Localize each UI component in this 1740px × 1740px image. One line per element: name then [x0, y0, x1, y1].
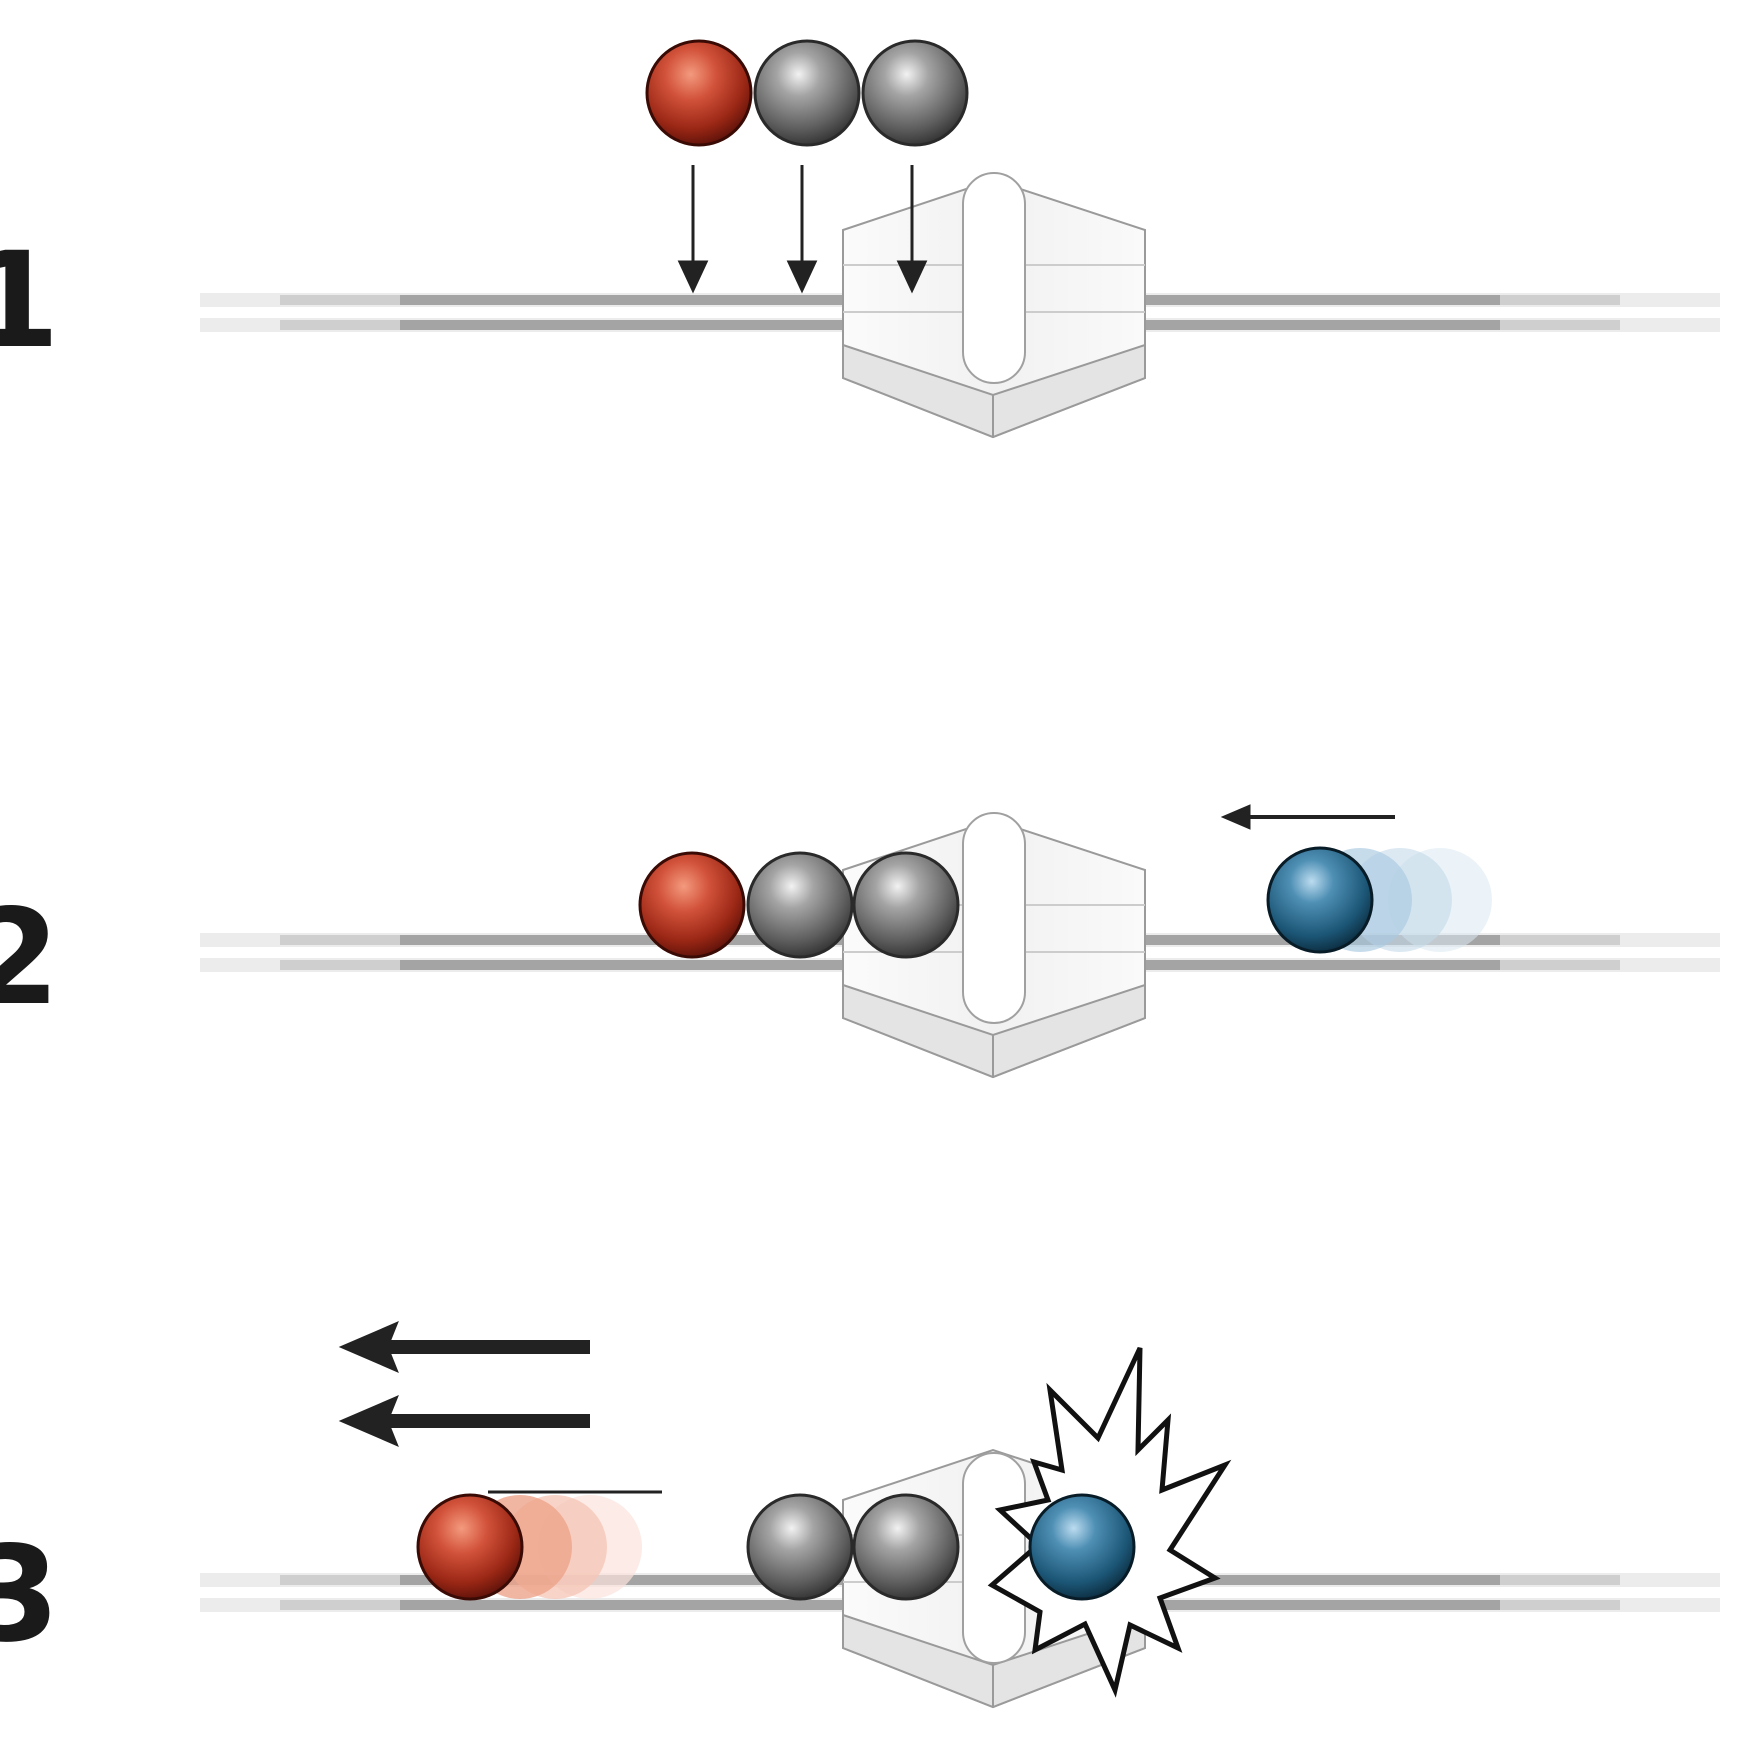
- gate-block: [842, 172, 1146, 439]
- arrow-down-icon: [677, 165, 709, 294]
- gate-pillar: [962, 812, 1026, 1024]
- row-2: [200, 804, 1720, 1079]
- step-1-label: 1: [0, 224, 60, 378]
- arrow-down-icon: [786, 165, 818, 294]
- blue-ball: [1028, 1493, 1136, 1601]
- red-ball: [645, 39, 753, 147]
- step-2-label: 2: [0, 881, 60, 1035]
- gate-pillar: [962, 1452, 1026, 1664]
- gray-ball: [852, 851, 960, 959]
- row-3: [200, 1321, 1720, 1709]
- red-ball: [416, 1493, 524, 1601]
- gray-ball: [753, 39, 861, 147]
- arrow-left-icon: [338, 1321, 590, 1373]
- row-1: [200, 39, 1720, 439]
- gray-ball: [746, 851, 854, 959]
- red-ball: [638, 851, 746, 959]
- arrow-down-icon: [896, 165, 928, 294]
- step-3-label: 3: [0, 1518, 60, 1672]
- blue-ball: [1266, 846, 1374, 954]
- gray-ball: [861, 39, 969, 147]
- arrow-left-icon: [338, 1395, 590, 1447]
- arrow-left-icon: [1220, 804, 1395, 830]
- gray-ball: [746, 1493, 854, 1601]
- gray-ball: [852, 1493, 960, 1601]
